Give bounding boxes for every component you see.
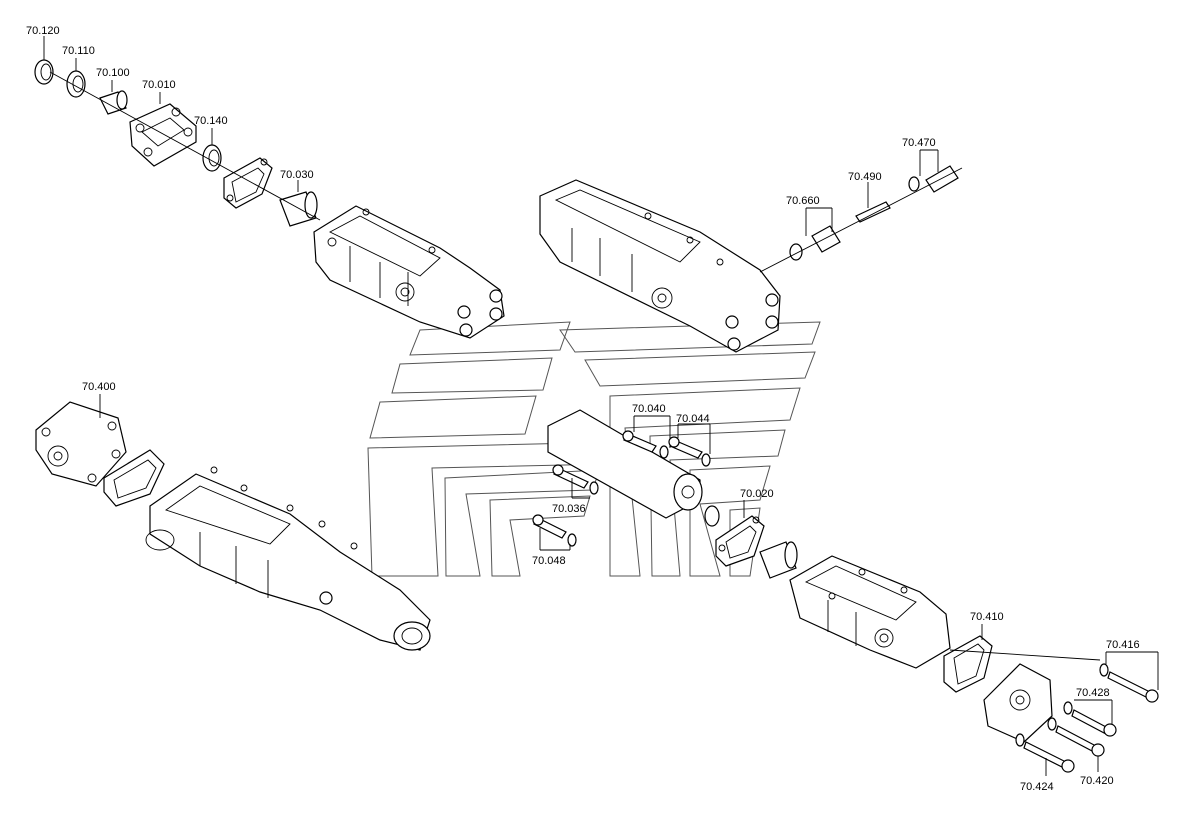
label-70040: 70.040 bbox=[632, 403, 666, 415]
label-70428: 70.428 bbox=[1076, 687, 1110, 699]
pump-housing-lower-right bbox=[789, 555, 951, 669]
screw-70036 bbox=[552, 464, 599, 499]
label-70110: 70.110 bbox=[62, 45, 95, 57]
label-70470: 70.470 bbox=[902, 137, 936, 149]
label-70140: 70.140 bbox=[194, 115, 228, 127]
label-70490: 70.490 bbox=[848, 171, 882, 183]
axis-line-upper-right bbox=[759, 167, 963, 273]
label-70036: 70.036 bbox=[552, 503, 586, 515]
flange-cover-70010 bbox=[129, 92, 197, 167]
gasket-upper bbox=[223, 157, 273, 209]
label-70100: 70.100 bbox=[96, 67, 130, 79]
pump-housing-main bbox=[145, 466, 431, 651]
bolt-70424 bbox=[1015, 733, 1075, 776]
screw-70040 bbox=[622, 415, 671, 459]
bearing-70110 bbox=[66, 58, 86, 98]
label-70660: 70.660 bbox=[786, 195, 820, 207]
label-70020: 70.020 bbox=[740, 488, 774, 500]
gasket-70410 bbox=[943, 624, 993, 693]
bearing-70140 bbox=[202, 128, 222, 172]
label-70416: 70.416 bbox=[1106, 639, 1140, 651]
sleeve-center-right bbox=[759, 541, 798, 579]
gasket-left bbox=[103, 449, 165, 507]
pump-housing-upper-left bbox=[313, 205, 505, 339]
label-70424: 70.424 bbox=[1020, 781, 1054, 793]
bolt-70420 bbox=[1047, 717, 1105, 772]
bolt-70416 bbox=[1099, 651, 1159, 703]
label-70420: 70.420 bbox=[1080, 775, 1114, 787]
end-cover-70400 bbox=[35, 394, 127, 487]
label-70030: 70.030 bbox=[280, 169, 314, 181]
plug-70660 bbox=[789, 207, 841, 261]
label-70048: 70.048 bbox=[532, 555, 566, 567]
label-70400: 70.400 bbox=[82, 381, 116, 393]
gasket-70020 bbox=[715, 500, 765, 567]
screw-70044 bbox=[668, 423, 711, 467]
label-70120: 70.120 bbox=[26, 25, 60, 37]
end-cover-lower-right bbox=[983, 663, 1053, 743]
shaft-sleeve-center bbox=[547, 409, 720, 527]
label-70410: 70.410 bbox=[970, 611, 1004, 623]
valve-70470 bbox=[908, 149, 959, 193]
axis-line-lower-right bbox=[949, 649, 1101, 661]
bushing-70100 bbox=[99, 80, 128, 115]
bushing-70030 bbox=[279, 180, 318, 227]
bolt-70428 bbox=[1063, 699, 1117, 737]
screw-70048 bbox=[532, 514, 577, 551]
label-70044: 70.044 bbox=[676, 413, 710, 425]
pump-housing-upper-right bbox=[539, 179, 781, 353]
label-70010: 70.010 bbox=[142, 79, 176, 91]
seal-ring-70120 bbox=[34, 36, 54, 85]
pin-70490 bbox=[855, 182, 891, 223]
axis-line-upper bbox=[49, 71, 321, 221]
